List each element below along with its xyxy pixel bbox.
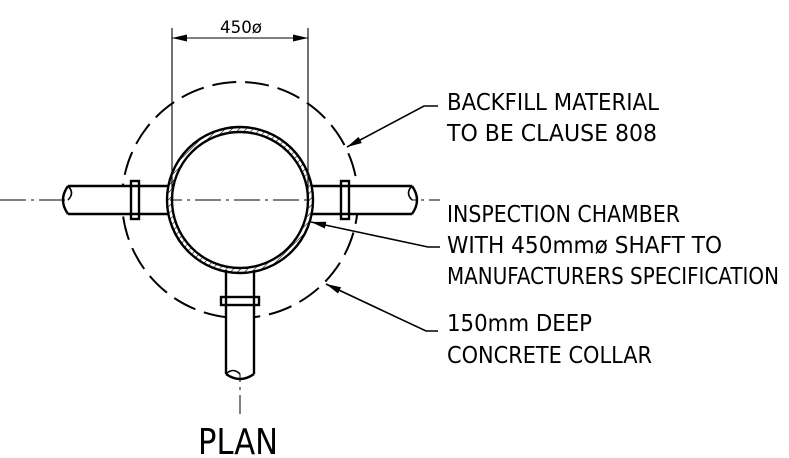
bottom-pipe-coupling (219, 295, 261, 307)
collar-note-line-2: CONCRETE COLLAR (447, 343, 652, 369)
shaft-outer-wall (165, 125, 315, 275)
bottom-pipe-break-inner (225, 369, 241, 375)
shaft-inner-wall (170, 130, 310, 270)
left-pipe-break-inner (67, 185, 73, 201)
backfill-note-line-2: TO BE CLAUSE 808 (446, 121, 657, 147)
bottom-pipe (219, 270, 261, 381)
backfill-leader (346, 105, 438, 148)
chamber-note-line-1: INSPECTION CHAMBER (447, 202, 680, 228)
dimension-label: 450ø (220, 18, 262, 38)
chamber-note-line-3: MANUFACTURERS SPECIFICATION (447, 264, 779, 290)
right-pipe-break-outer (411, 185, 419, 215)
collar-note: 150mm DEEP CONCRETE COLLAR (447, 311, 652, 369)
left-pipe (61, 179, 170, 221)
diameter-dimension: 450ø (171, 18, 309, 198)
left-pipe-body (68, 186, 170, 214)
bottom-pipe-body (226, 270, 254, 374)
backfill-note: BACKFILL MATERIAL TO BE CLAUSE 808 (446, 90, 659, 147)
collar-note-line-1: 150mm DEEP (447, 311, 592, 337)
right-pipe (311, 179, 419, 221)
collar-leader (325, 283, 438, 332)
view-title: PLAN (198, 422, 278, 458)
left-pipe-break-outer (61, 185, 69, 215)
left-pipe-coupling (129, 179, 141, 221)
right-pipe-body (311, 186, 412, 214)
right-pipe-coupling (339, 179, 351, 221)
bottom-pipe-break-outer (225, 373, 255, 381)
chamber-leader (310, 221, 440, 248)
chamber-note: INSPECTION CHAMBER WITH 450mmø SHAFT TO … (447, 202, 779, 290)
chamber-note-line-2: WITH 450mmø SHAFT TO (447, 233, 722, 259)
right-pipe-break-inner (407, 185, 413, 201)
backfill-note-line-1: BACKFILL MATERIAL (447, 90, 659, 116)
